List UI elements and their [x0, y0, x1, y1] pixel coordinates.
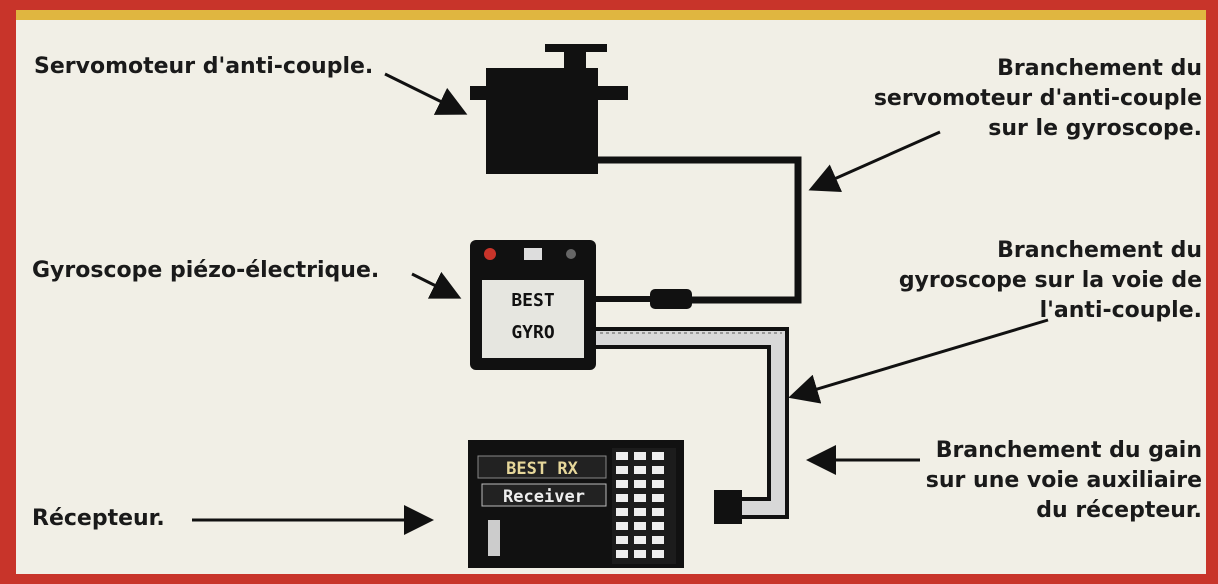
label-branch-servo-line-2: servomoteur d'anti-couple: [873, 86, 1202, 111]
arrow-servo: [384, 72, 468, 115]
servo-mount-tabs: [470, 86, 628, 100]
arrow-branch-servo: [808, 130, 941, 192]
servo-body: [486, 68, 598, 174]
gyro-led-red: [484, 248, 496, 260]
label-branch-gain-line-3: du récepteur.: [1036, 498, 1202, 523]
label-receiver: Récepteur.: [32, 506, 165, 531]
servo-connector: [650, 289, 692, 309]
label-gyro: Gyroscope piézo-électrique.: [32, 258, 380, 283]
arrow-gyro: [411, 271, 462, 299]
label-branch-gyro-line-2: gyroscope sur la voie de: [898, 268, 1202, 293]
receiver-unit: [468, 440, 684, 568]
label-branch-gain-line-2: sur une voie auxiliaire: [925, 468, 1202, 493]
gyro-unit: [470, 240, 596, 370]
label-branch-gyro: Branchement du gyroscope sur la voie de …: [899, 236, 1202, 326]
label-branch-servo-line-3: sur le gyroscope.: [988, 116, 1202, 141]
receiver-servo-pins: [612, 448, 676, 564]
receiver-crystal: [488, 520, 500, 556]
gyro-cable-inner: [596, 331, 785, 515]
gyro-text-line-1: BEST: [511, 290, 555, 311]
arrow-branch-gyro: [788, 318, 1049, 404]
label-branch-gyro-line-1: Branchement du: [997, 238, 1202, 263]
gyro-trim: [566, 249, 576, 259]
gyro-switch: [524, 248, 542, 260]
label-servo: Servomoteur d'anti-couple.: [34, 54, 374, 79]
label-branch-gyro-line-3: l'anti-couple.: [1039, 298, 1202, 323]
receiver-plug: [714, 490, 742, 524]
receiver-brand-text: BEST RX: [506, 459, 578, 479]
servo-horn: [545, 44, 607, 52]
receiver-brand-plate: [477, 455, 607, 479]
receiver-model-text: Receiver: [503, 487, 585, 507]
label-branch-servo: Branchement du servomoteur d'anti-couple…: [874, 54, 1202, 144]
label-branch-gain-line-1: Branchement du gain: [935, 438, 1202, 463]
servo-shaft: [564, 50, 586, 70]
gyro-text-line-2: GYRO: [511, 322, 555, 343]
gyro-label-plate: [482, 280, 584, 358]
servo-cable: [598, 156, 802, 304]
servo-motor: [470, 44, 628, 174]
receiver-model-plate: [481, 483, 607, 507]
label-branch-gain: Branchement du gain sur une voie auxilia…: [926, 436, 1202, 526]
label-branch-servo-line-1: Branchement du: [997, 56, 1202, 81]
top-yellow-strip: [16, 10, 1206, 20]
